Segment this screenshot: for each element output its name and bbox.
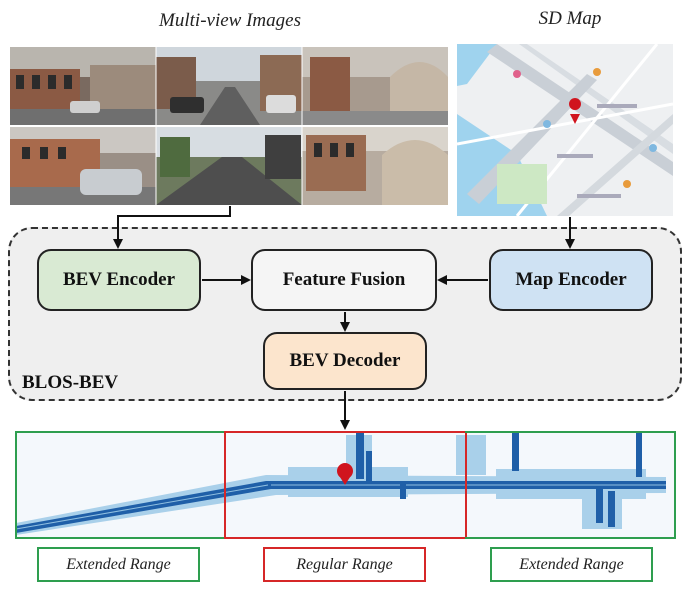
- arrow-images-to-bev-encoder: [113, 206, 231, 249]
- regular-range-label: Regular Range: [263, 547, 426, 582]
- bev-output-map: [16, 431, 676, 539]
- system-label: BLOS-BEV: [22, 372, 119, 393]
- sdmap-caption: SD Map: [538, 8, 602, 29]
- bev-encoder-box: BEV Encoder: [37, 249, 201, 311]
- regular-range-frame: [224, 431, 467, 539]
- map-encoder-box: Map Encoder: [489, 249, 653, 311]
- extended-range-right-label: Extended Range: [490, 547, 653, 582]
- feature-fusion-box: Feature Fusion: [251, 249, 437, 311]
- extended-range-left-label: Extended Range: [37, 547, 200, 582]
- multiview-caption: Multi-view Images: [159, 10, 301, 31]
- bev-decoder-box: BEV Decoder: [263, 332, 427, 390]
- extended-range-left-frame: [15, 431, 226, 539]
- multiview-images: [10, 47, 448, 205]
- sd-map-image: [457, 44, 673, 216]
- extended-range-right-frame: [465, 431, 676, 539]
